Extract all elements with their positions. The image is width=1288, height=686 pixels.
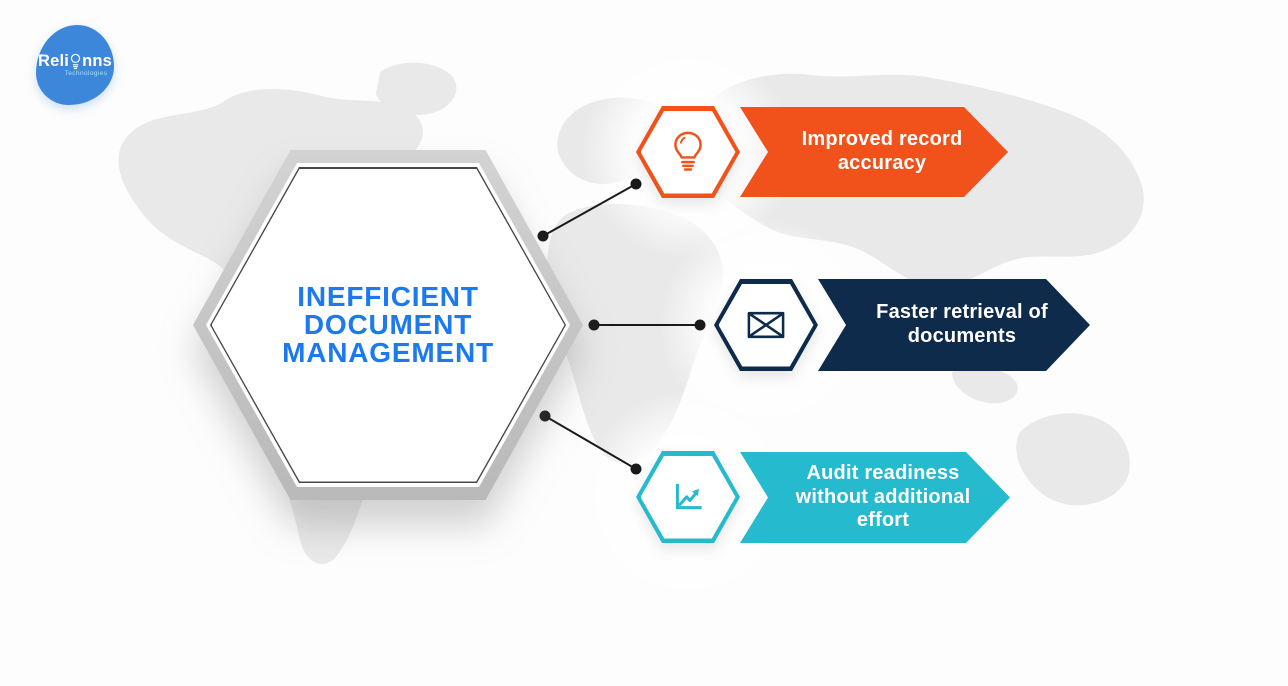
hexagon-title: INEFFICIENT DOCUMENT MANAGEMENT: [193, 150, 583, 500]
lightbulb-icon: [636, 106, 740, 198]
relinns-logo: Reli nns Technologies: [36, 25, 114, 105]
connector-dot: [588, 319, 600, 331]
banner-label: Improved record accuracy: [801, 128, 963, 174]
title-line-3: MANAGEMENT: [282, 337, 494, 368]
connector-line-1: [542, 183, 637, 237]
item-hexagon-audit-readiness: [636, 451, 740, 543]
logo-text-left: Reli: [38, 52, 70, 71]
banner-audit-readiness: Audit readiness without additional effor…: [740, 452, 1010, 543]
title-line-2: DOCUMENT: [303, 309, 473, 340]
logo-subtitle: Technologies: [64, 69, 108, 77]
logo-wordmark: Reli nns: [38, 53, 112, 70]
chart-growth-icon: [636, 451, 740, 543]
central-hexagon: INEFFICIENT DOCUMENT MANAGEMENT: [193, 150, 583, 500]
map-indonesia: [952, 367, 1018, 404]
map-australia: [1016, 413, 1130, 506]
lightbulb-icon: [70, 53, 81, 69]
item-hexagon-faster-retrieval: [714, 279, 818, 371]
connector-dot: [630, 178, 642, 190]
item-hexagon-record-accuracy: [636, 106, 740, 198]
envelope-icon: [714, 279, 818, 371]
connector-line-3: [544, 415, 637, 470]
connector-dot: [539, 410, 551, 422]
connector-dot: [630, 463, 642, 475]
connector-dot: [694, 319, 706, 331]
banner-faster-retrieval: Faster retrieval of documents: [818, 279, 1090, 371]
banner-record-accuracy: Improved record accuracy: [740, 107, 1008, 197]
logo-text-right: nns: [82, 52, 112, 71]
map-greenland: [376, 62, 457, 116]
banner-label: Audit readiness without additional effor…: [795, 462, 971, 532]
banner-label: Faster retrieval of documents: [876, 301, 1048, 347]
title-line-1: INEFFICIENT: [297, 281, 479, 312]
connector-dot: [537, 230, 549, 242]
